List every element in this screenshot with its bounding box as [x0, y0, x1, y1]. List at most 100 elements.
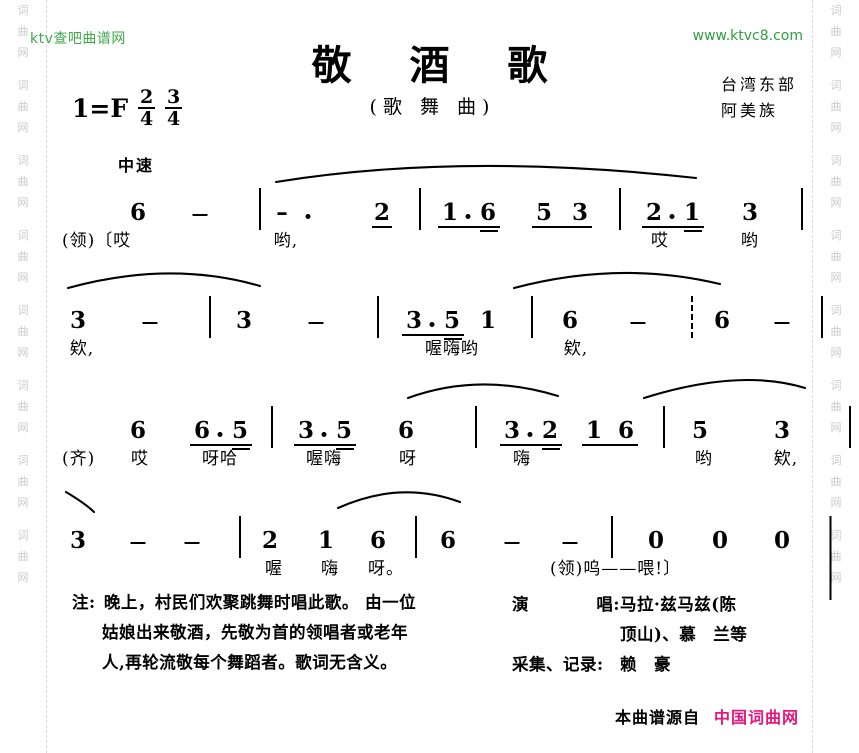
note: 5	[535, 199, 553, 226]
key-label: 1=F	[72, 93, 129, 123]
note: 3	[235, 307, 253, 334]
watermark-char: 网	[17, 496, 29, 509]
singer-label-a: 演	[512, 595, 529, 614]
note: 6	[129, 199, 147, 226]
lyric: 喔嗨哟	[425, 339, 479, 359]
barline	[209, 296, 211, 338]
beam-secondary	[444, 338, 462, 340]
lyric: 喔嗨	[306, 449, 342, 469]
barline-dashed	[691, 296, 693, 338]
barline	[619, 188, 621, 230]
note-text-3: 人,再轮流敬每个舞蹈者。歌词无含义。	[102, 653, 398, 672]
note: 3	[741, 199, 759, 226]
barline	[849, 406, 851, 448]
watermark-char: 网	[830, 121, 842, 134]
watermark-char: 词	[17, 4, 29, 17]
collector-label: 采集、记录:	[512, 655, 604, 674]
time-signature-2-4: 2 4	[138, 86, 156, 129]
note: 3	[571, 199, 589, 226]
beam	[190, 444, 252, 446]
lyric: 哟	[695, 449, 713, 469]
note: 6	[129, 417, 147, 444]
lyric: 哎	[651, 231, 669, 251]
note: 2	[541, 417, 559, 444]
watermark-char: 曲	[17, 400, 29, 413]
attribution-line-1: 台湾东部	[720, 75, 797, 94]
augmentation-dot	[321, 432, 327, 437]
note-extender	[562, 542, 578, 544]
lyric: 欸,	[773, 449, 799, 469]
credits-block: 演 唱: 马拉·兹马兹(陈 顶山)、慕 兰等 采集、记录: 赖 豪	[512, 590, 812, 680]
score-line-3: 6 6 5 3 5 6 3 2 1 6 5 3	[60, 378, 851, 474]
score-line-2: 3 3 3 5 1 6 6 欸, 喔嗨哟 欸,	[60, 271, 823, 364]
note-extender	[308, 322, 324, 324]
note: 1	[479, 307, 497, 334]
barline	[531, 296, 533, 338]
barline	[611, 516, 613, 558]
note: 3	[69, 527, 87, 554]
note: 6	[193, 417, 211, 444]
watermark-char: 网	[830, 496, 842, 509]
lyric: 哟,	[273, 231, 299, 251]
watermark-char: 曲	[830, 475, 842, 488]
singer-value-2: 顶山)、慕 兰等	[620, 625, 748, 644]
collector-credit: 采集、记录: 赖 豪	[512, 650, 812, 680]
augmentation-dot	[305, 214, 311, 219]
note-extender	[184, 542, 200, 544]
note: 1	[683, 199, 701, 226]
beam	[294, 444, 356, 446]
note: 0	[711, 527, 729, 554]
note: 6	[617, 417, 635, 444]
note-extender	[630, 322, 646, 324]
augmentation-dot	[217, 432, 223, 437]
note-text-2: 姑娘出来敬酒，先敬为首的领唱者或老年	[102, 623, 408, 642]
note: 6	[561, 307, 579, 334]
lyric: (领)〔哎	[62, 231, 132, 251]
final-barline	[829, 516, 835, 600]
lyric: (齐)	[62, 449, 96, 469]
note: 3	[503, 417, 521, 444]
note-text-1: 晚上，村民们欢聚跳舞时唱此歌。 由一位	[103, 593, 417, 612]
source-footer: 本曲谱源自中国词曲网	[615, 704, 799, 728]
lyric: 喔	[265, 559, 283, 579]
note-extender	[142, 322, 158, 324]
lyric: 呀	[399, 449, 417, 469]
note: 2	[373, 199, 391, 226]
note: 6	[479, 199, 497, 226]
watermark-char: 网	[17, 346, 29, 359]
barline	[419, 188, 421, 230]
beam-secondary	[336, 448, 354, 450]
key-signature: 1=F 2 4 3 4	[72, 86, 183, 129]
watermark-char: 词	[17, 229, 29, 242]
beam-secondary	[542, 448, 560, 450]
lyrics-row-3: (齐) 哎 呀哈 喔嗨 呀 嗨 哟 欸,	[60, 444, 805, 474]
note: 5	[691, 417, 709, 444]
note: 3	[297, 417, 315, 444]
meter1-numerator: 2	[139, 86, 154, 108]
singer-credit: 演 唱: 马拉·兹马兹(陈	[512, 590, 812, 620]
watermark-char: 曲	[830, 400, 842, 413]
lyric: 呀哈	[202, 449, 238, 469]
site-url[interactable]: www.ktvc8.com	[692, 28, 803, 44]
watermark-char: 词	[830, 154, 842, 167]
performance-note: 注: 晚上，村民们欢聚跳舞时唱此歌。 由一位 姑娘出来敬酒，先敬为首的领唱者或老…	[72, 588, 502, 678]
note: 5	[231, 417, 249, 444]
slur-line-1	[274, 164, 698, 184]
source-prefix: 本曲谱源自	[614, 708, 700, 727]
beam-secondary	[232, 448, 250, 450]
site-logo[interactable]: ktv查吧曲谱网	[30, 31, 126, 47]
augmentation-dot	[527, 432, 533, 437]
beam-secondary	[684, 230, 702, 232]
singer-credit-cont: 顶山)、慕 兰等	[512, 620, 812, 650]
notes-row-3: 6 6 5 3 5 6 3 2 1 6 5 3	[60, 398, 851, 450]
score-line-1: 6 – 2 1 6 5 3 2 1 3 (领)〔哎	[60, 164, 805, 256]
barline	[475, 406, 477, 448]
barline	[239, 516, 241, 558]
note-extender	[774, 322, 790, 324]
watermark-char: 曲	[17, 550, 29, 563]
note: 1	[441, 199, 459, 226]
lyric: 嗨	[321, 559, 339, 579]
watermark-char: 网	[830, 196, 842, 209]
source-brand[interactable]: 中国词曲网	[713, 708, 799, 727]
barline	[663, 406, 665, 448]
